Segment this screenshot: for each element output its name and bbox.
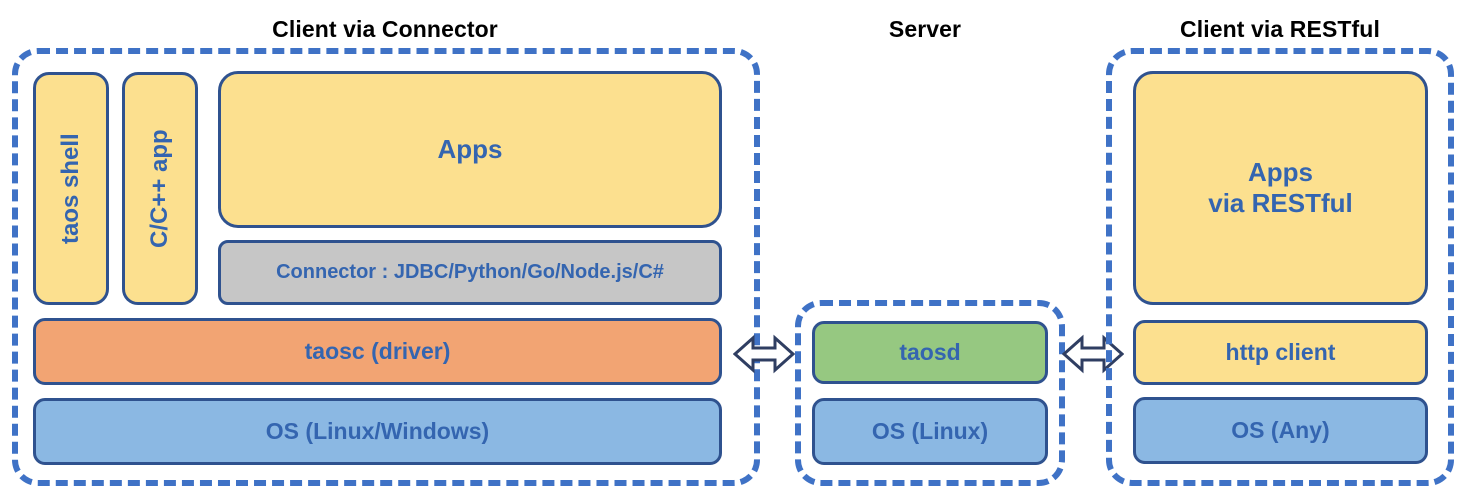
section-title-client-connector: Client via Connector [272, 16, 498, 42]
box-apps-via-restful[interactable]: Apps via RESTful [1133, 71, 1428, 305]
arrow-client-connector-to-server [733, 334, 795, 374]
box-taos-shell[interactable]: taos shell [33, 72, 109, 305]
box-taosc-driver[interactable]: taosc (driver) [33, 318, 722, 385]
group-client-via-restful [1106, 48, 1454, 486]
box-os-any[interactable]: OS (Any) [1133, 397, 1428, 464]
group-client-via-connector [12, 48, 760, 486]
box-os-linux[interactable]: OS (Linux) [812, 398, 1048, 465]
box-c-cpp-app[interactable]: C/C++ app [122, 72, 198, 305]
group-server [795, 300, 1065, 486]
section-title-client-restful: Client via RESTful [1180, 16, 1380, 42]
box-connector-list[interactable]: Connector : JDBC/Python/Go/Node.js/C# [218, 240, 722, 305]
section-title-server: Server [888, 16, 962, 42]
box-apps-connector[interactable]: Apps [218, 71, 722, 228]
box-os-linux-windows[interactable]: OS (Linux/Windows) [33, 398, 722, 465]
box-http-client[interactable]: http client [1133, 320, 1428, 385]
box-taosd[interactable]: taosd [812, 321, 1048, 384]
